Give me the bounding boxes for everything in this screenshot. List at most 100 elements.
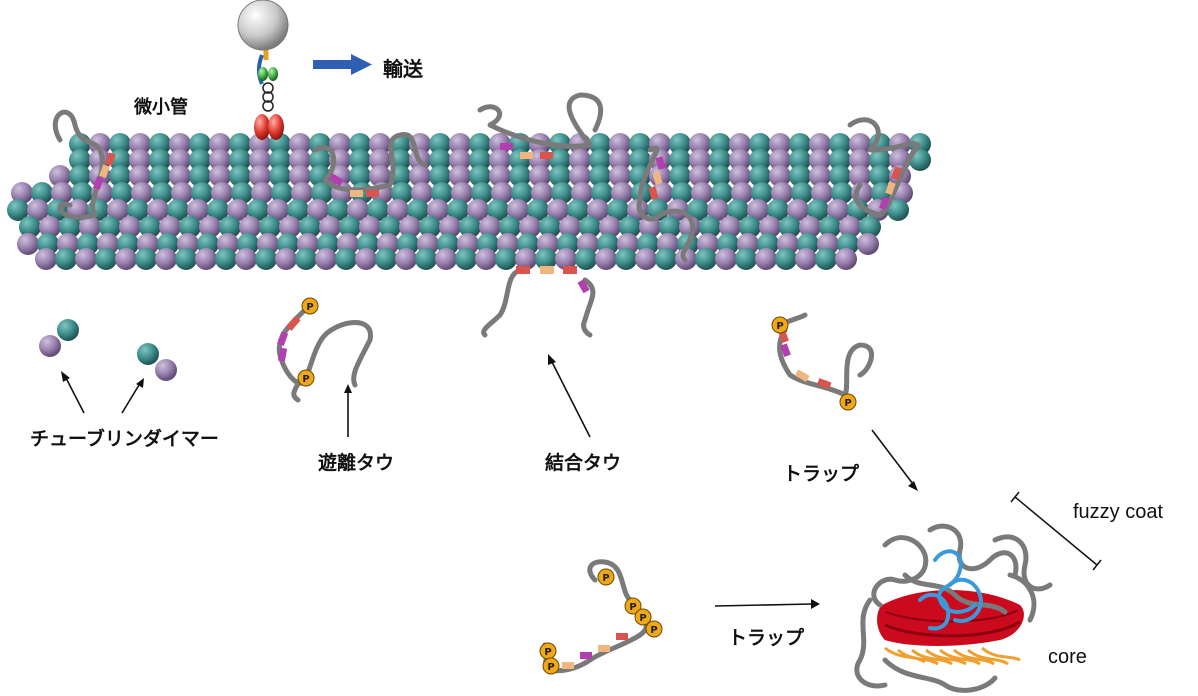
alpha-tubulin-subunit (807, 199, 829, 221)
phosphate-circle (645, 620, 663, 638)
phosphate-label: P (776, 321, 783, 332)
alpha-tubulin-subunit (589, 149, 611, 171)
bound-tau-label: 結合タウ (545, 451, 621, 474)
alpha-tubulin-subunit (887, 199, 909, 221)
alpha-tubulin-subunit (659, 216, 681, 238)
alpha-tubulin-subunit (349, 165, 371, 187)
phosphate-circle (839, 393, 857, 411)
alpha-tubulin-subunit (539, 216, 561, 238)
alpha-tubulin-subunit (735, 248, 757, 270)
beta-tubulin-subunit (849, 149, 871, 171)
alpha-tubulin-subunit (619, 216, 641, 238)
alpha-tubulin-subunit (247, 199, 269, 221)
alpha-tubulin-subunit (791, 182, 813, 204)
beta-tubulin-subunit (251, 182, 273, 204)
alpha-tubulin-subunit (367, 199, 389, 221)
alpha-tubulin-subunit (419, 216, 441, 238)
alpha-tubulin-subunit (469, 149, 491, 171)
alpha-tubulin-subunit (579, 216, 601, 238)
beta-tubulin-subunit (689, 133, 711, 155)
phosphate-label: P (544, 647, 551, 658)
alpha-tubulin-subunit (749, 133, 771, 155)
beta-tubulin-subunit (169, 149, 191, 171)
alpha-tubulin-subunit (151, 182, 173, 204)
beta-tubulin-subunit (449, 133, 471, 155)
beta-tubulin-subunit (555, 248, 577, 270)
beta-tubulin-subunit (809, 133, 831, 155)
beta-tubulin-subunit (755, 248, 777, 270)
beta-tubulin-subunit (635, 248, 657, 270)
phosphate-label: P (844, 398, 851, 409)
alpha-tubulin-subunit (815, 248, 837, 270)
beta-tubulin-subunit (51, 182, 73, 204)
arrow-trap-lower (714, 603, 813, 607)
alpha-tubulin-subunit (447, 199, 469, 221)
alpha-tubulin-subunit (549, 149, 571, 171)
arrow-dimer-right (121, 384, 140, 414)
alpha-tubulin-subunit (127, 199, 149, 221)
alpha-tubulin-subunit (455, 248, 477, 270)
alpha-tubulin-subunit (99, 216, 121, 238)
beta-tubulin-subunit (475, 248, 497, 270)
beta-tubulin-subunit (849, 165, 871, 187)
beta-tubulin-subunit (769, 133, 791, 155)
transport-label: 輸送 (383, 57, 424, 81)
beta-tubulin-subunit (395, 248, 417, 270)
beta-tubulin-subunit (291, 182, 313, 204)
beta-tubulin-subunit (839, 216, 861, 238)
beta-tubulin-subunit (547, 199, 569, 221)
beta-tubulin-subunit (691, 182, 713, 204)
phosphate-label: P (547, 662, 554, 673)
beta-tubulin-subunit (209, 149, 231, 171)
beta-tubulin-subunit (359, 216, 381, 238)
beta-tubulin-subunit (489, 165, 511, 187)
kinesin-motor (254, 40, 284, 140)
beta-tubulin-subunit (609, 149, 631, 171)
alpha-tubulin-subunit (167, 199, 189, 221)
alpha-tubulin-subunit (655, 248, 677, 270)
beta-tubulin-subunit (319, 216, 341, 238)
beta-tubulin-subunit (809, 149, 831, 171)
alpha-tubulin-subunit (59, 216, 81, 238)
tubulin-dimer-1 (39, 319, 79, 357)
beta-tubulin-subunit (159, 216, 181, 238)
phospho-tau-upper (777, 312, 874, 398)
beta-tubulin-subunit (239, 216, 261, 238)
beta-tubulin-subunit (235, 248, 257, 270)
alpha-tubulin-subunit (231, 182, 253, 204)
alpha-tubulin-subunit (55, 248, 77, 270)
beta-tubulin-subunit (209, 133, 231, 155)
alpha-tubulin-subunit (459, 216, 481, 238)
beta-tubulin-subunit (571, 182, 593, 204)
alpha-tubulin-subunit (311, 182, 333, 204)
alpha-tubulin-subunit (431, 182, 453, 204)
alpha-tubulin-subunit (829, 165, 851, 187)
beta-tubulin-subunit (467, 199, 489, 221)
alpha-tubulin-subunit (69, 149, 91, 171)
beta-tubulin-subunit (315, 248, 337, 270)
alpha-tubulin-subunit (749, 149, 771, 171)
alpha-tubulin-subunit (739, 216, 761, 238)
beta-tubulin-subunit (529, 165, 551, 187)
alpha-tubulin-subunit (751, 182, 773, 204)
beta-tubulin-subunit (129, 133, 151, 155)
alpha-tubulin-subunit (309, 149, 331, 171)
bound-tau-below (481, 266, 596, 338)
beta-tubulin-subunit (759, 216, 781, 238)
phospho-tau-lower (542, 559, 649, 674)
beta-tubulin-subunit (787, 199, 809, 221)
transport-arrow (313, 54, 372, 75)
beta-tubulin-subunit (479, 216, 501, 238)
beta-tubulin-subunit (199, 216, 221, 238)
beta-tubulin-subunit (369, 133, 391, 155)
alpha-tubulin-subunit (471, 182, 493, 204)
alpha-tubulin-subunit (215, 248, 237, 270)
alpha-tubulin-subunit (779, 216, 801, 238)
beta-tubulin-subunit (769, 165, 791, 187)
alpha-tubulin-subunit (407, 199, 429, 221)
beta-tubulin-subunit (507, 199, 529, 221)
alpha-tubulin-subunit (829, 133, 851, 155)
beta-tubulin-subunit (427, 199, 449, 221)
